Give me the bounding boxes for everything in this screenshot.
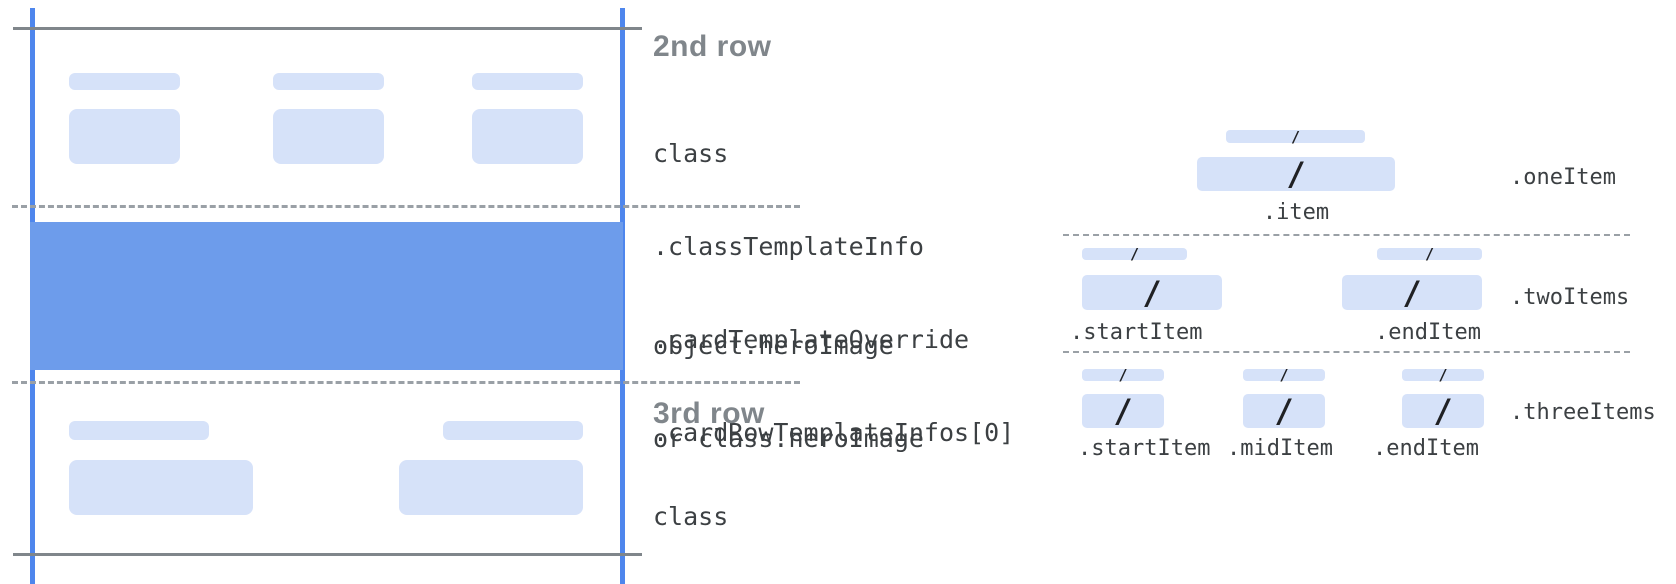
- row2-col1-value-placeholder: [69, 109, 180, 164]
- row2-col3-value-placeholder: [472, 109, 583, 164]
- one-item-two-items-dashed-divider: [1063, 234, 1630, 236]
- slash-divider-glyph: /: [1402, 273, 1422, 312]
- slash-divider-glyph: /: [1438, 366, 1448, 384]
- three-items-end-value-placeholder: /: [1402, 392, 1484, 430]
- slash-divider-glyph: /: [1424, 245, 1435, 263]
- hero-code-line: or class.heroImage: [653, 424, 924, 453]
- three-items-start-value-placeholder: /: [1082, 392, 1164, 430]
- one-item-side-label: .oneItem: [1510, 165, 1616, 190]
- row3-start-value-placeholder: [69, 460, 253, 515]
- row2-col3-label-placeholder: [472, 73, 583, 90]
- row2-col2-value-placeholder: [273, 109, 384, 164]
- three-items-start-field-label: .startItem: [1078, 436, 1211, 461]
- row2-heading: 2nd row: [653, 30, 772, 63]
- three-items-end-label-placeholder: /: [1402, 366, 1484, 384]
- row2-code-line: .cardTemplateOverride: [653, 325, 970, 354]
- row2-code-line: .classTemplateInfo: [653, 232, 924, 261]
- row3-end-value-placeholder: [399, 460, 583, 515]
- row2-col2-label-placeholder: [273, 73, 384, 90]
- card-top-boundary-line: [13, 27, 642, 30]
- hero-image-band: [30, 222, 623, 370]
- two-items-three-items-dashed-divider: [1063, 351, 1630, 353]
- slash-divider-glyph: /: [1433, 392, 1453, 430]
- slash-divider-glyph: /: [1290, 127, 1301, 146]
- row2-code-line: .cardRowTemplateInfos[0]: [653, 418, 1015, 447]
- two-items-end-label-placeholder: /: [1377, 245, 1482, 263]
- two-items-start-label-placeholder: /: [1082, 245, 1187, 263]
- row3-start-label-placeholder: [69, 421, 209, 440]
- two-items-end-field-label: .endItem: [1375, 320, 1481, 345]
- slash-divider-glyph: /: [1113, 392, 1133, 430]
- row2-code-block: class .classTemplateInfo .cardTemplateOv…: [653, 76, 1014, 510]
- slash-divider-glyph: /: [1142, 273, 1162, 312]
- slash-divider-glyph: /: [1286, 155, 1306, 193]
- one-item-label-placeholder: /: [1226, 127, 1365, 146]
- three-items-mid-value-placeholder: /: [1243, 392, 1325, 430]
- hero-bottom-dashed-divider: [12, 381, 800, 384]
- card-bottom-boundary-line: [13, 553, 642, 556]
- three-items-start-label-placeholder: /: [1082, 366, 1164, 384]
- slash-divider-glyph: /: [1274, 392, 1294, 430]
- slash-divider-glyph: /: [1129, 245, 1140, 263]
- row2-col1-label-placeholder: [69, 73, 180, 90]
- two-items-start-field-label: .startItem: [1070, 320, 1203, 345]
- two-items-side-label: .twoItems: [1510, 285, 1630, 310]
- three-items-end-field-label: .endItem: [1373, 436, 1479, 461]
- row3-heading: 3rd row: [653, 397, 765, 430]
- three-items-mid-field-label: .midItem: [1227, 436, 1333, 461]
- row3-code-block: class .classTemplateInfo .cardTemplateOv…: [653, 444, 1014, 584]
- row3-code-line: class: [653, 502, 729, 531]
- slash-divider-glyph: /: [1279, 366, 1289, 384]
- row2-bottom-dashed-divider: [12, 205, 800, 208]
- two-items-end-value-placeholder: /: [1342, 273, 1482, 312]
- three-items-side-label: .threeItems: [1510, 400, 1656, 425]
- row2-code-line: class: [653, 139, 729, 168]
- hero-code-line: object.heroImage: [653, 331, 894, 360]
- row3-end-label-placeholder: [443, 421, 583, 440]
- two-items-start-value-placeholder: /: [1082, 273, 1222, 312]
- one-item-value-placeholder: /: [1197, 155, 1395, 193]
- item-field-label: .item: [1262, 200, 1330, 225]
- slash-divider-glyph: /: [1118, 366, 1128, 384]
- hero-code-block: object.heroImage or class.heroImage: [653, 268, 924, 516]
- three-items-mid-label-placeholder: /: [1243, 366, 1325, 384]
